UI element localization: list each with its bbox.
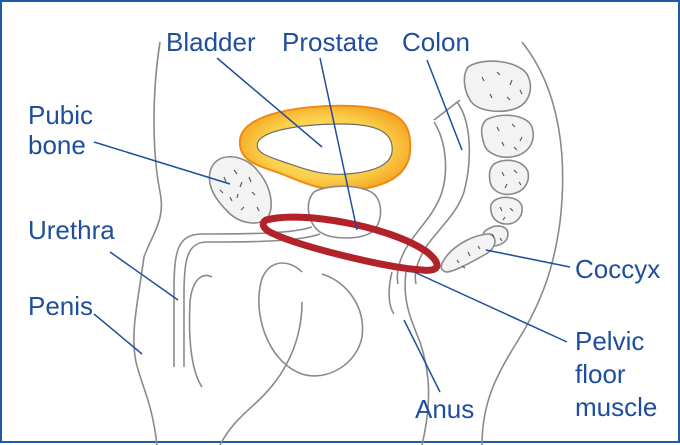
pelvic-floor-label-line1: Pelvic	[575, 326, 644, 356]
pelvic-floor-label-line2: floor	[575, 359, 626, 389]
penis-label: Penis	[28, 291, 93, 321]
urethra-label: Urethra	[28, 215, 115, 245]
pubic-bone-label-line2: bone	[28, 130, 86, 160]
pelvic-leader	[414, 272, 567, 342]
bladder-label: Bladder	[166, 27, 256, 57]
anus-leader	[404, 320, 440, 392]
urethra-tube	[174, 227, 320, 367]
pubic-bone-label-line1: Pubic	[28, 100, 93, 130]
colon-label: Colon	[402, 27, 470, 57]
coccyx-leader	[486, 250, 570, 267]
prostate-label: Prostate	[282, 27, 379, 57]
bladder-shape	[240, 106, 410, 191]
pelvic-floor-label-line3: muscle	[575, 392, 657, 422]
coccyx-vertebrae	[441, 61, 533, 272]
front-body-outline	[134, 42, 162, 445]
colon-leader	[427, 60, 462, 150]
anus-label: Anus	[415, 394, 474, 424]
coccyx-label: Coccyx	[575, 254, 660, 284]
penis-outline	[190, 276, 213, 387]
pubic-bone-leader	[94, 142, 230, 184]
scrotum-outline	[259, 263, 363, 376]
pelvic-floor-muscle-shape	[263, 217, 437, 270]
